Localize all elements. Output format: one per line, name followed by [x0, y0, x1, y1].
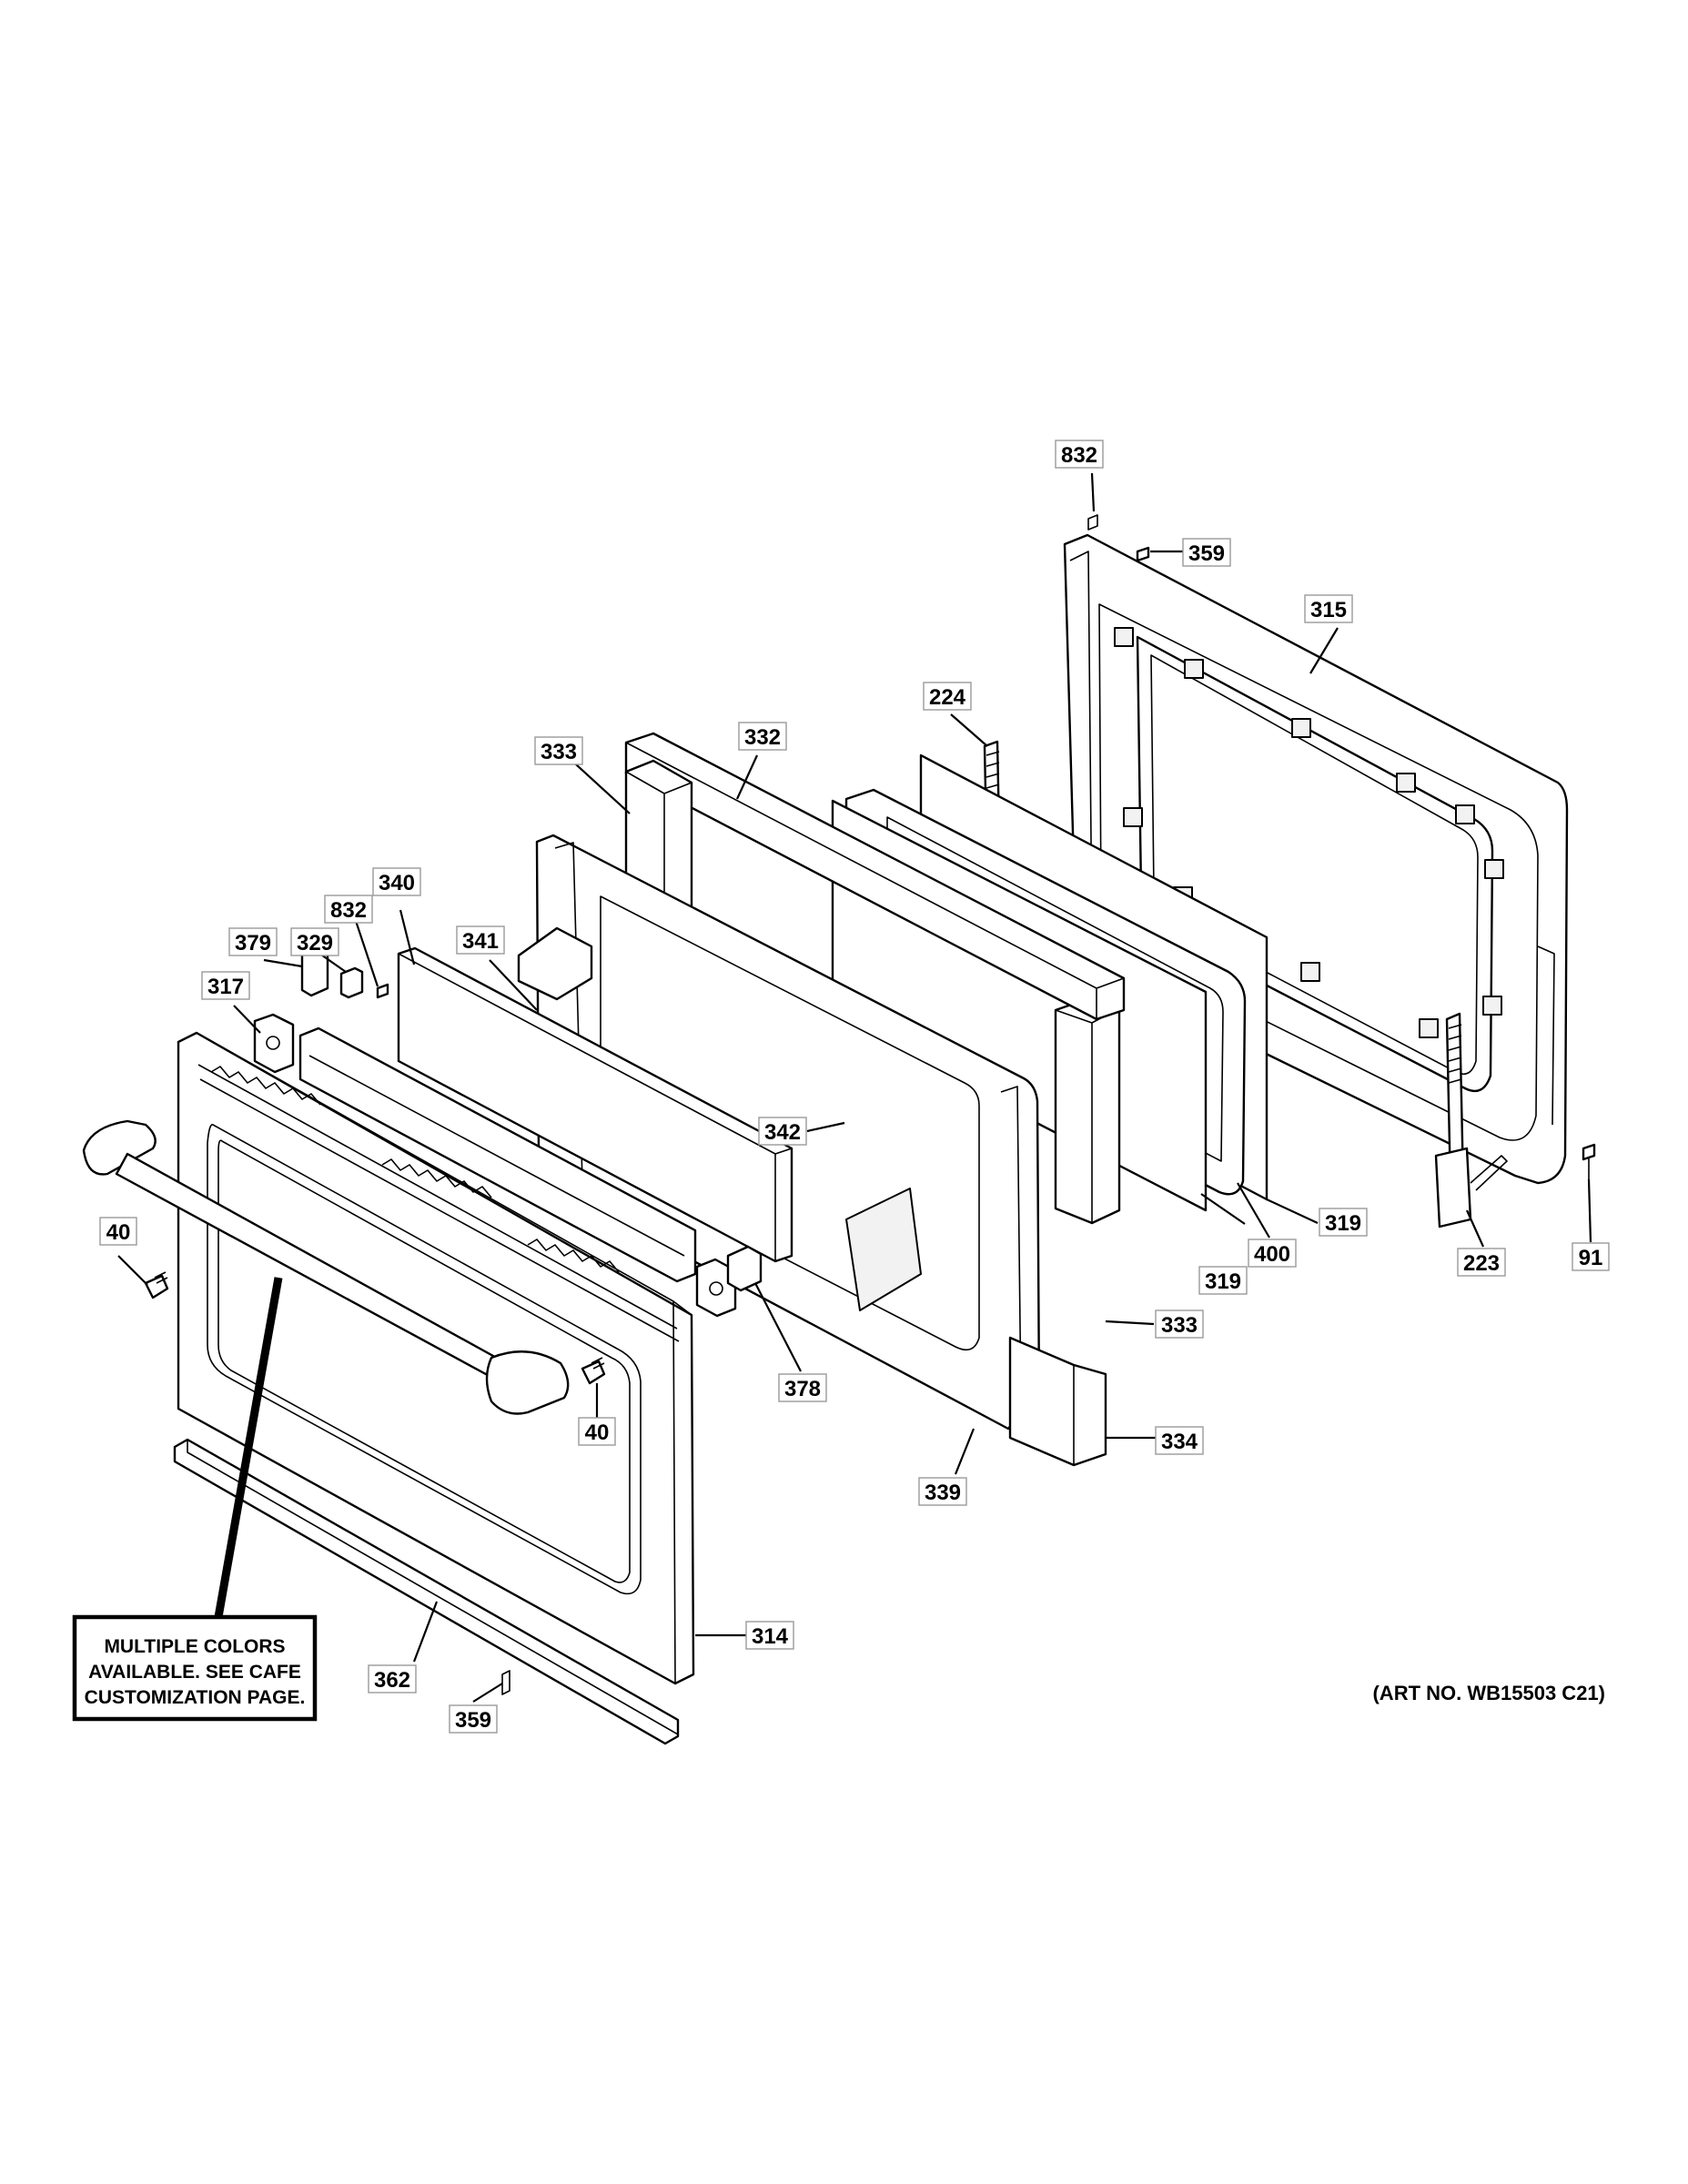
callout-224: 224: [923, 682, 972, 711]
air-deflector-part: [397, 946, 793, 1263]
svg-text:91: 91: [1579, 1246, 1603, 1270]
svg-text:333: 333: [541, 740, 577, 764]
svg-text:224: 224: [929, 685, 966, 710]
svg-text:317: 317: [207, 975, 244, 999]
front-door-panel-part: [177, 1031, 695, 1685]
callout-40-left: 40: [99, 1217, 137, 1246]
svg-text:40: 40: [585, 1421, 610, 1445]
callout-378: 378: [778, 1373, 827, 1402]
callout-315: 315: [1304, 594, 1353, 623]
svg-text:315: 315: [1310, 598, 1347, 622]
callout-341: 341: [456, 925, 505, 955]
callout-400: 400: [1248, 1239, 1297, 1268]
vent-strip-part: [298, 1026, 697, 1283]
svg-text:314: 314: [752, 1624, 789, 1649]
svg-text:329: 329: [297, 931, 333, 956]
bottom-rail-part: [173, 1438, 680, 1745]
callout-314: 314: [745, 1621, 794, 1650]
bumper-left-part: [144, 1271, 169, 1299]
bottom-insulation-part: [1008, 1336, 1107, 1467]
svg-text:AVAILABLE. SEE CAFE: AVAILABLE. SEE CAFE: [88, 1662, 301, 1683]
screw-359-bottom-part: [501, 1670, 510, 1695]
callout-333-right: 333: [1155, 1309, 1204, 1339]
color-options-note: MULTIPLE COLORS AVAILABLE. SEE CAFE CUST…: [72, 1614, 318, 1722]
callout-329: 329: [290, 927, 339, 956]
callout-379: 379: [228, 927, 278, 956]
callout-832-top: 832: [1055, 440, 1104, 469]
screw-832-left-part: [376, 983, 389, 999]
callout-334: 334: [1155, 1426, 1204, 1455]
left-vent-trim-part: [253, 1013, 295, 1074]
art-number: (ART NO. WB15503 C21): [1372, 1682, 1605, 1704]
callout-317: 317: [201, 971, 250, 1000]
callout-362: 362: [368, 1664, 417, 1694]
svg-text:319: 319: [1205, 1269, 1241, 1294]
callout-319-right: 319: [1319, 1208, 1368, 1237]
rear-insulation-part: [1054, 996, 1121, 1225]
svg-text:400: 400: [1254, 1242, 1290, 1267]
callout-91: 91: [1572, 1242, 1610, 1271]
bumper-right-part: [581, 1357, 606, 1385]
callout-40-right: 40: [578, 1417, 616, 1446]
svg-text:342: 342: [764, 1120, 801, 1145]
svg-text:340: 340: [379, 871, 415, 895]
callout-332: 332: [738, 722, 787, 751]
callout-223: 223: [1457, 1248, 1506, 1277]
callout-340: 340: [372, 867, 421, 896]
svg-text:MULTIPLE COLORS: MULTIPLE COLORS: [104, 1636, 285, 1657]
svg-text:333: 333: [1161, 1313, 1198, 1338]
svg-text:832: 832: [330, 898, 367, 923]
callout-359-top: 359: [1182, 538, 1231, 567]
door-handle-part: [82, 1119, 570, 1415]
bracket-329-part: [339, 966, 364, 999]
callout-319-left: 319: [1198, 1266, 1248, 1295]
leader-lines: [117, 472, 1592, 1703]
right-hinge-part: [1434, 1012, 1508, 1228]
rear-door-frame-part: [1063, 533, 1569, 1185]
svg-text:334: 334: [1161, 1430, 1198, 1454]
svg-text:40: 40: [106, 1220, 131, 1245]
svg-text:378: 378: [784, 1377, 821, 1401]
callout-342: 342: [758, 1117, 807, 1146]
svg-text:332: 332: [744, 725, 781, 750]
right-vent-trim-part: [695, 1258, 737, 1318]
svg-text:832: 832: [1061, 443, 1097, 468]
svg-text:359: 359: [1188, 541, 1225, 566]
screw-359-top-part: [1136, 546, 1150, 562]
svg-text:359: 359: [455, 1708, 491, 1733]
svg-text:341: 341: [462, 929, 499, 954]
svg-text:339: 339: [925, 1481, 961, 1505]
svg-text:319: 319: [1325, 1211, 1361, 1236]
bracket-378-part: [726, 1245, 763, 1292]
screw-91-part: [1582, 1143, 1596, 1179]
svg-text:CUSTOMIZATION PAGE.: CUSTOMIZATION PAGE.: [85, 1687, 306, 1708]
callout-359-bottom: 359: [449, 1704, 498, 1734]
svg-text:379: 379: [235, 931, 271, 956]
callout-339: 339: [918, 1477, 967, 1506]
screw-832-top-part: [1087, 514, 1098, 531]
svg-text:362: 362: [374, 1668, 410, 1693]
svg-text:223: 223: [1463, 1251, 1500, 1276]
bracket-341-part: [517, 926, 593, 1001]
callout-333-left: 333: [534, 736, 583, 765]
callout-832-left: 832: [324, 895, 373, 924]
